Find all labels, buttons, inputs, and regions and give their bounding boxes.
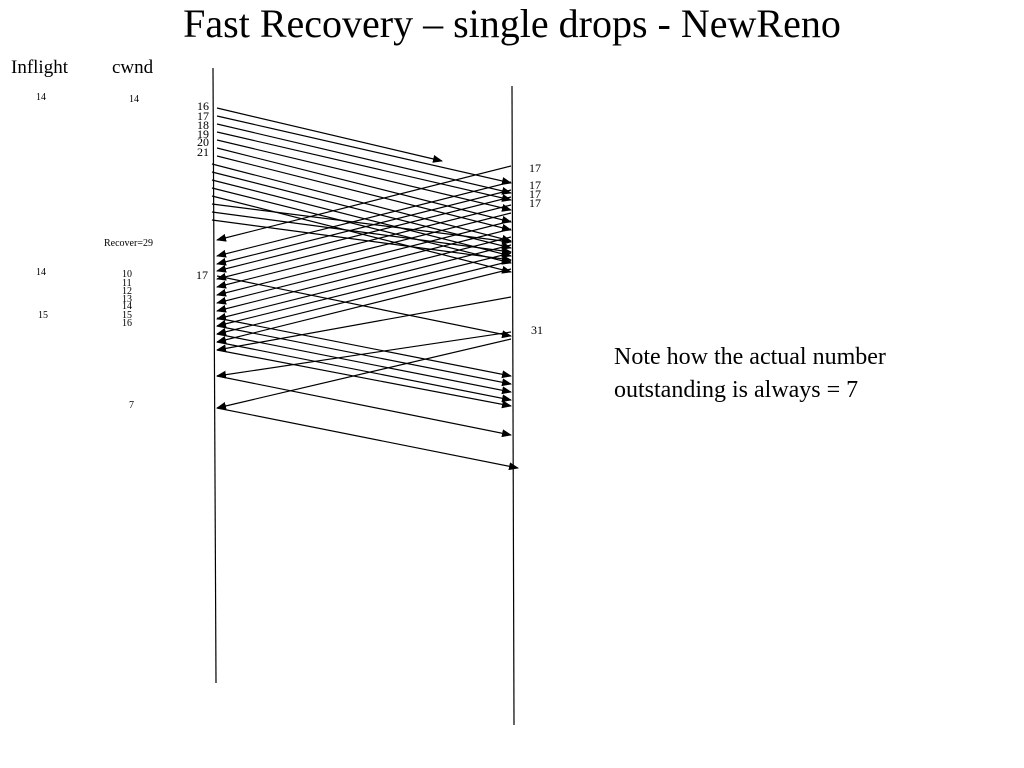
cwnd-value: 13 (122, 294, 132, 305)
seq-label: 20 (197, 135, 209, 149)
seq-label: 16 (197, 99, 209, 113)
cwnd-value: 14 (122, 301, 132, 312)
message-arrow (211, 219, 512, 263)
message-arrow (211, 211, 512, 255)
message-arrow (211, 195, 512, 274)
seq-label: 19 (197, 127, 209, 141)
note-line-2: outstanding is always = 7 (614, 377, 859, 403)
message-arrow (216, 165, 512, 242)
cwnd-header: cwnd (112, 57, 154, 78)
message-arrow (216, 131, 512, 202)
recover-label: Recover=29 (104, 238, 153, 249)
message-arrow (216, 189, 512, 266)
message-arrows (211, 107, 519, 471)
message-arrow (216, 123, 512, 195)
sender-seq-labels: 16 17 18 19 20 21 17 (196, 99, 209, 282)
message-arrow (216, 139, 512, 212)
message-arrow (216, 341, 512, 403)
inflight-value: 14 (36, 267, 46, 278)
seq-label: 21 (197, 145, 209, 159)
cwnd-value: 11 (122, 278, 132, 289)
message-arrow (211, 179, 512, 258)
cwnd-value: 15 (122, 310, 132, 321)
message-arrow (216, 325, 512, 387)
cwnd-value: 10 (122, 269, 132, 280)
note-line-1: Note how the actual number (614, 344, 886, 370)
sender-timeline (212, 67, 217, 684)
ack-label: 17 (529, 196, 541, 210)
message-arrow (216, 338, 512, 410)
message-arrow (216, 333, 512, 395)
message-arrow (211, 203, 512, 245)
seq-label: 17 (197, 109, 209, 123)
message-arrow (211, 163, 512, 243)
message-arrow (216, 236, 512, 313)
state-columns: 14 14 15 14 10 11 12 13 14 15 16 7 Recov… (36, 92, 153, 411)
cwnd-value: 16 (122, 318, 132, 329)
message-arrow (216, 244, 512, 321)
message-arrow (216, 349, 512, 409)
message-arrow (216, 296, 512, 353)
message-arrow (216, 375, 512, 438)
message-arrow (216, 181, 512, 258)
message-arrow (216, 260, 512, 336)
retransmit-label: 17 (196, 268, 208, 282)
slide-title: Fast Recovery – single drops - NewReno (183, 1, 841, 46)
ack-31-label: 31 (531, 323, 543, 337)
ack-label: 17 (529, 161, 541, 175)
message-arrow (216, 220, 512, 297)
message-arrow (216, 228, 512, 305)
message-arrow (216, 212, 512, 289)
cwnd-value: 12 (122, 286, 132, 297)
receiver-timeline (511, 85, 515, 726)
message-arrow (216, 107, 443, 163)
inflight-value: 14 (36, 92, 46, 103)
inflight-header: Inflight (11, 57, 68, 78)
message-arrow (216, 275, 512, 339)
ack-label: 17 (529, 178, 541, 192)
inflight-value: 15 (38, 310, 48, 321)
message-arrow (216, 407, 519, 471)
message-arrow (216, 252, 512, 328)
message-arrow (216, 331, 512, 379)
message-arrow (216, 115, 512, 185)
receiver-ack-labels: 17 17 17 17 31 (529, 161, 543, 337)
cwnd-value: 14 (129, 94, 139, 105)
ack-label: 17 (529, 187, 541, 201)
message-arrow (211, 187, 512, 265)
message-arrow (216, 317, 512, 379)
seq-label: 18 (197, 118, 209, 132)
message-arrow (216, 196, 512, 273)
annotation-note: Note how the actual number outstanding i… (614, 341, 994, 407)
cwnd-value: 7 (129, 400, 134, 411)
message-arrow (216, 204, 512, 281)
